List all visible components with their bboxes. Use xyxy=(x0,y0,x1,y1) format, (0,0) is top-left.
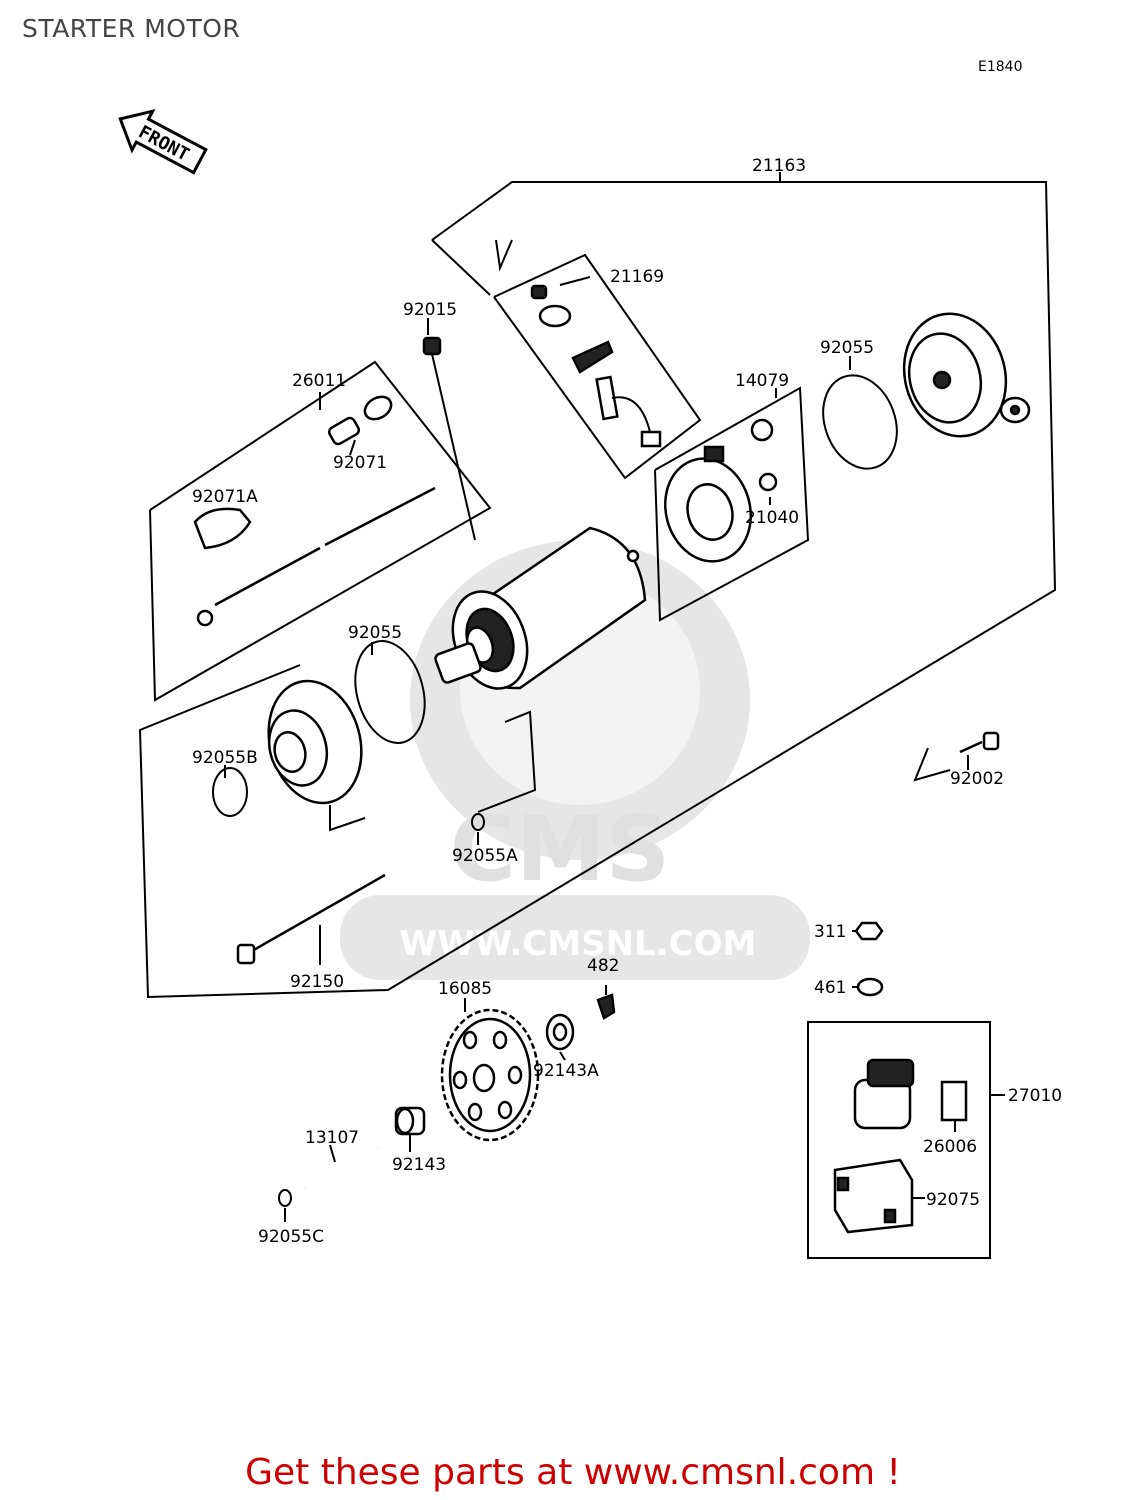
assembly-21169-outline xyxy=(493,239,702,480)
footer-link[interactable]: Get these parts at www.cmsnl.com ! xyxy=(245,1452,901,1493)
idle-gear xyxy=(440,1008,540,1142)
watermark-brand: CMS xyxy=(450,797,670,902)
label-92015: 92015 xyxy=(403,300,457,320)
label-14079: 14079 xyxy=(735,371,789,391)
label-92071: 92071 xyxy=(333,453,387,473)
front-arrow-icon: FRONT xyxy=(118,108,208,175)
label-21169: 21169 xyxy=(610,267,664,287)
shaft-o-ring xyxy=(278,1189,292,1207)
o-ring-top xyxy=(822,374,898,470)
assembly-27010-outline xyxy=(807,1021,1005,1259)
o-ring-tiny xyxy=(471,813,485,831)
label-92055-mid: 92055 xyxy=(348,623,402,643)
label-311: 311 xyxy=(814,922,846,942)
diagram-code: E1840 xyxy=(978,59,1022,75)
o-ring-middle xyxy=(354,640,426,744)
label-92143A: 92143A xyxy=(533,1061,599,1081)
label-26006: 26006 xyxy=(923,1137,977,1157)
collar-small xyxy=(545,1013,575,1051)
label-21163: 21163 xyxy=(752,156,806,176)
nut xyxy=(854,921,884,941)
label-21040: 21040 xyxy=(745,508,799,528)
through-bolt xyxy=(236,873,386,965)
label-26011: 26011 xyxy=(292,371,346,391)
label-27010: 27010 xyxy=(1008,1086,1062,1106)
label-92071A: 92071A xyxy=(192,487,258,507)
label-92055B: 92055B xyxy=(192,748,258,768)
label-92055A: 92055A xyxy=(452,846,518,866)
label-16085: 16085 xyxy=(438,979,492,999)
brush-plate xyxy=(664,418,778,563)
label-13107: 13107 xyxy=(305,1128,359,1148)
label-482: 482 xyxy=(587,956,619,976)
mounting-bolt xyxy=(913,731,1000,782)
gear-shaft xyxy=(302,1144,381,1192)
end-cover-rear xyxy=(902,312,1031,438)
page-title: STARTER MOTOR xyxy=(22,14,241,43)
front-cover xyxy=(267,679,363,805)
brush-holder-parts xyxy=(530,284,662,448)
label-92143: 92143 xyxy=(392,1155,446,1175)
label-92150: 92150 xyxy=(290,972,344,992)
collar xyxy=(394,1106,426,1136)
starter-relay xyxy=(833,1058,968,1234)
assembly-26011-outline xyxy=(149,360,492,702)
assembly-14079-outline xyxy=(654,386,810,622)
label-92002: 92002 xyxy=(950,769,1004,789)
label-92055-top: 92055 xyxy=(820,338,874,358)
assembly-21163-outline xyxy=(138,172,1057,999)
label-92075: 92075 xyxy=(926,1190,980,1210)
watermark-url: WWW.CMSNL.COM xyxy=(400,924,757,964)
circlip xyxy=(596,993,616,1020)
o-ring-small xyxy=(212,767,248,817)
motor-yoke xyxy=(434,526,647,690)
lock-washer xyxy=(856,977,884,997)
terminal-bolt xyxy=(193,336,476,627)
label-92055C: 92055C xyxy=(258,1227,324,1247)
label-461: 461 xyxy=(814,978,846,998)
